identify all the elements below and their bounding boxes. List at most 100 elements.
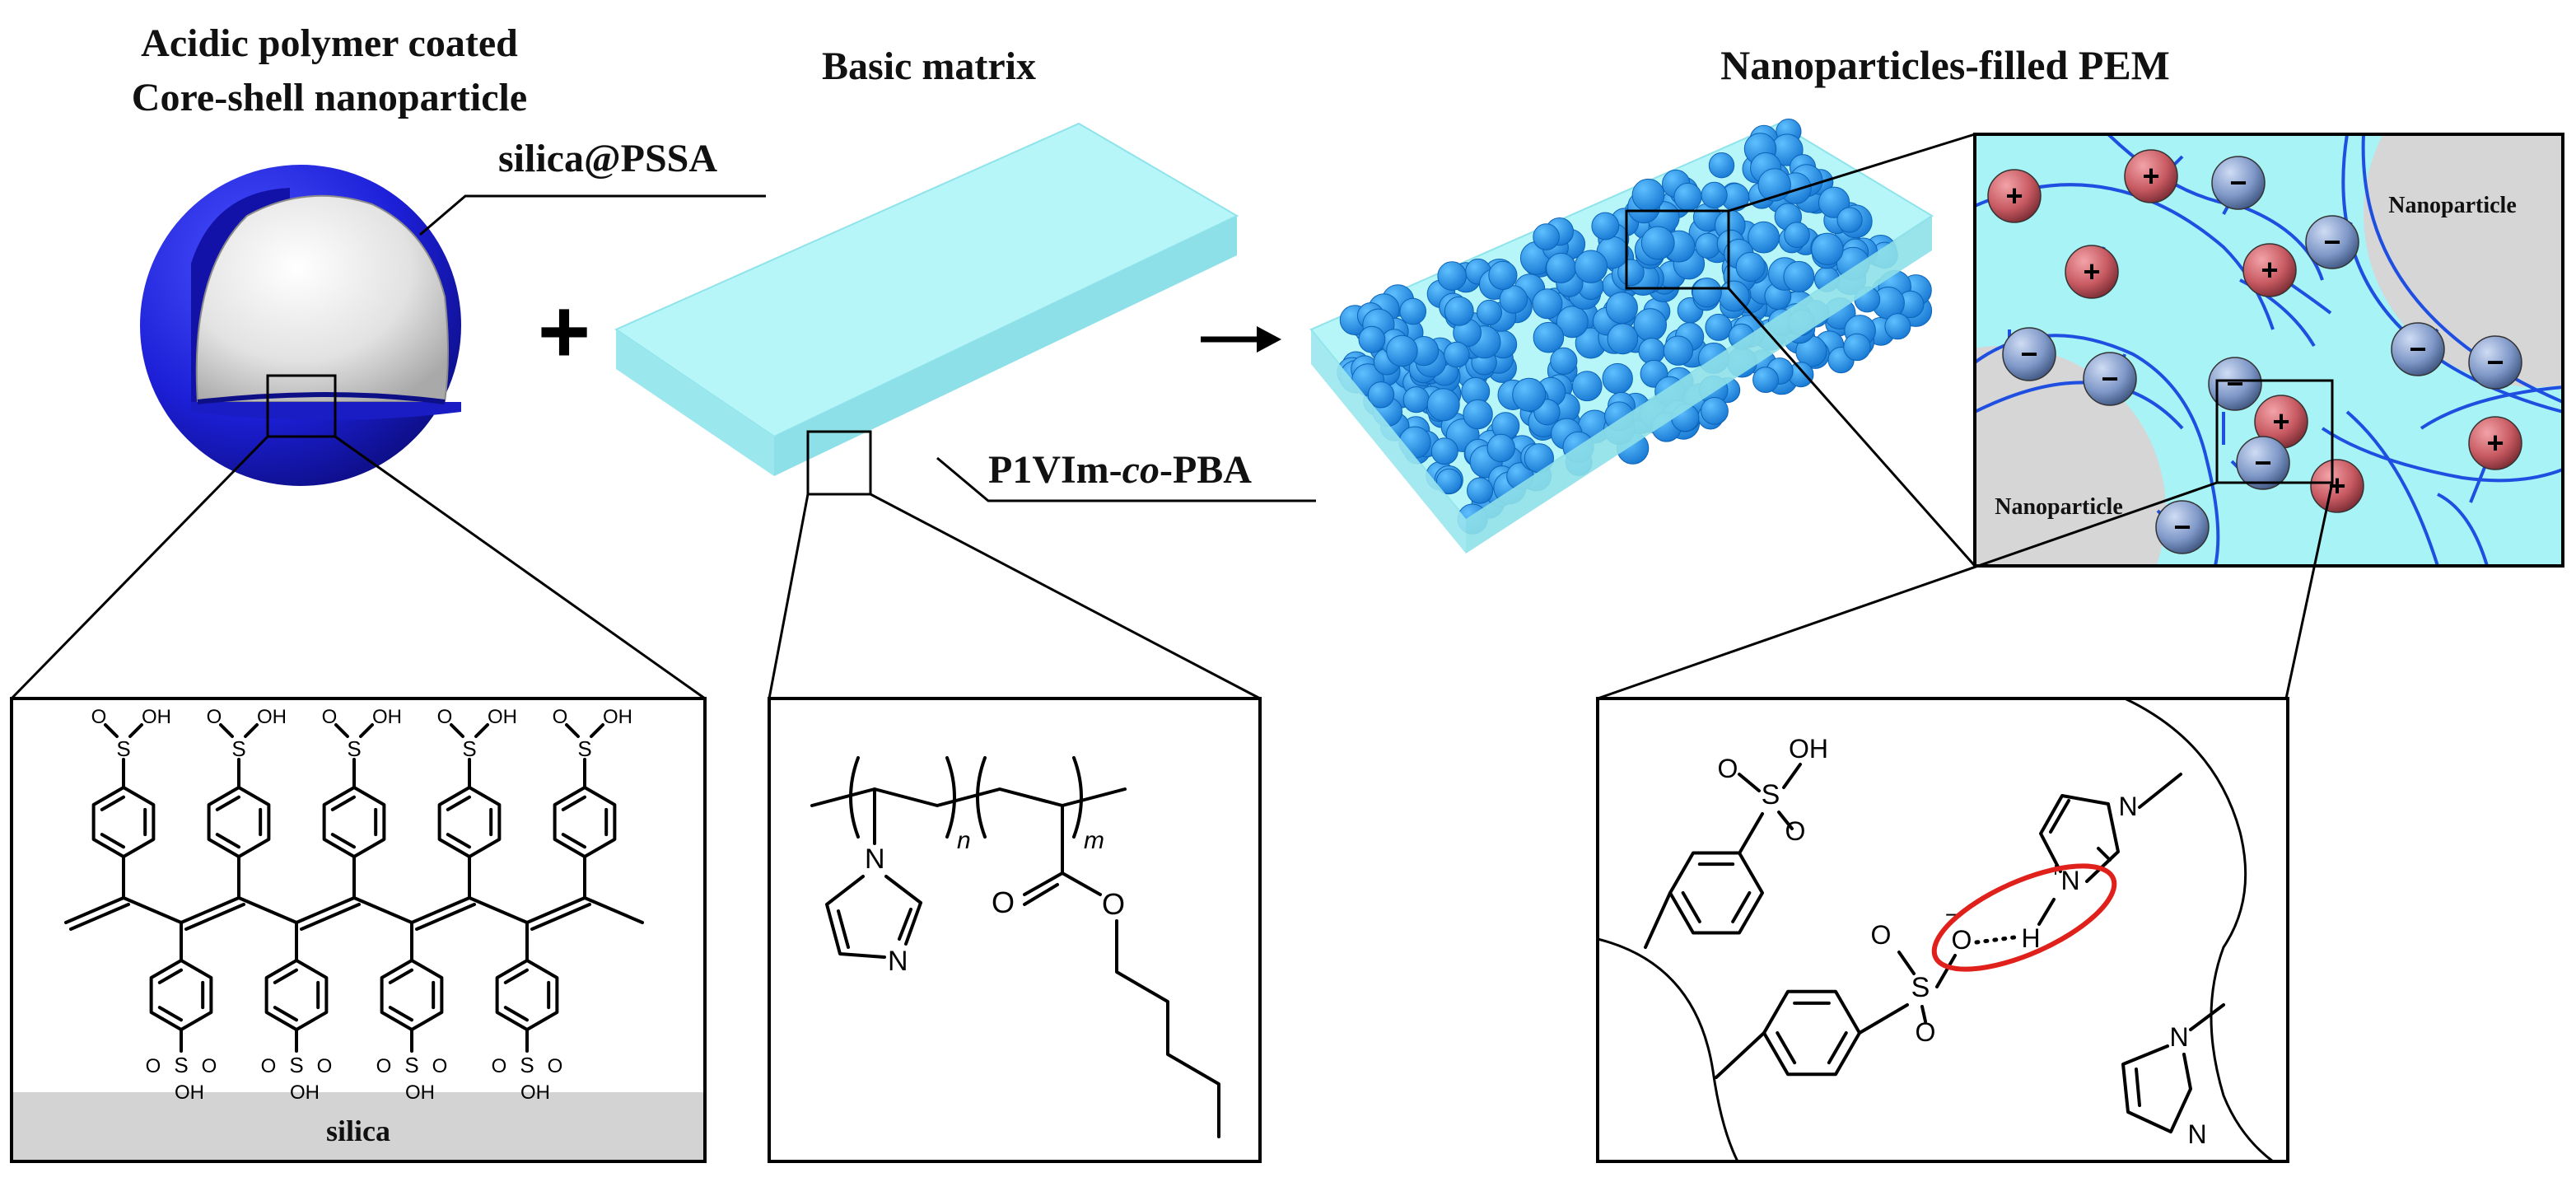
pem-bead (1811, 232, 1844, 265)
svg-text:O: O (492, 1055, 507, 1077)
svg-text:H: H (2021, 923, 2040, 953)
svg-text:O: O (146, 1055, 161, 1077)
cation-sphere: + (2124, 149, 2178, 203)
pem-bead (1444, 296, 1474, 326)
svg-text:S: S (347, 736, 361, 761)
svg-text:O: O (317, 1055, 333, 1077)
svg-text:O: O (548, 1055, 563, 1077)
pem-bead (1783, 260, 1815, 292)
pem-zoom-panel: +++++++−−−−−−−−− Nanoparticle Nanopartic… (1973, 133, 2564, 568)
anion-sphere: − (2211, 156, 2266, 210)
pem-bead (1640, 226, 1675, 260)
pem-zoom-line-top (1728, 133, 1976, 213)
pem-bead (1602, 362, 1633, 395)
svg-text:−: − (2409, 332, 2426, 366)
pem-bead (1701, 397, 1729, 425)
core-shell-title-line1: Acidic polymer coated (141, 21, 518, 65)
svg-text:N: N (2118, 792, 2137, 821)
svg-text:−: − (2020, 337, 2037, 371)
svg-text:+: + (2272, 404, 2289, 438)
svg-text:O: O (91, 706, 107, 728)
pem-inner-zoom-box (2215, 379, 2334, 484)
pem-bead (1735, 251, 1766, 283)
svg-text:S: S (289, 1053, 303, 1077)
pem-bead (1843, 333, 1871, 362)
core-shell-zoom-box (266, 374, 337, 438)
svg-text:OH: OH (520, 1082, 550, 1104)
pem-zoom-box (1625, 209, 1730, 290)
subscript-m: m (1084, 827, 1104, 854)
silica-substrate-label: silica (326, 1114, 390, 1147)
svg-text:OH: OH (603, 706, 632, 728)
inner-zoom-line-left (1597, 481, 2218, 700)
basic-matrix-slab (614, 122, 1239, 496)
pem-zoom-line-bottom (1727, 287, 1976, 567)
core-shell-title-line2: Core-shell nanoparticle (132, 76, 527, 119)
pem-bead (1477, 299, 1502, 325)
svg-text:O: O (261, 1055, 277, 1077)
pem-bead (1550, 347, 1578, 375)
svg-text:S: S (404, 1053, 418, 1077)
matrix-zoom-line-right (870, 493, 1261, 700)
matrix-title: Basic matrix (822, 44, 1036, 88)
cation-sphere: + (2468, 416, 2522, 470)
pem-bead (1499, 285, 1528, 314)
svg-text:S: S (1762, 779, 1780, 811)
anion-sphere: − (2155, 500, 2210, 554)
core-shell-nanoparticle (140, 165, 461, 486)
silica-pssa-label: silica@PSSA (498, 137, 717, 180)
pem-bead (1358, 325, 1386, 353)
svg-text:+: + (2005, 179, 2023, 213)
svg-text:S: S (577, 736, 591, 761)
pem-bead (1488, 260, 1518, 290)
svg-text:O: O (1871, 920, 1892, 950)
svg-text:S: S (174, 1053, 188, 1077)
anion-sphere: − (2208, 357, 2262, 411)
anion-sphere: − (2236, 436, 2290, 490)
svg-text:S: S (116, 736, 130, 761)
anion-sphere: − (2083, 352, 2137, 406)
ester-o: O (1102, 887, 1125, 921)
pem-bead (1556, 306, 1589, 339)
svg-text:−: − (2229, 166, 2247, 199)
pem-bead (1386, 334, 1418, 367)
anion-sphere: − (2305, 215, 2359, 269)
cation-sphere: + (2065, 245, 2119, 299)
pem-bead (1605, 292, 1638, 325)
pem-bead (1367, 381, 1395, 409)
svg-text:S: S (231, 736, 245, 761)
pem-bead (1402, 386, 1430, 413)
pem-bead (1695, 232, 1721, 259)
svg-text:OH: OH (372, 706, 402, 728)
pem-bead (1692, 278, 1722, 308)
pem-bead (1574, 250, 1608, 283)
svg-text:+: + (2261, 253, 2278, 287)
pem-bead (1617, 259, 1645, 287)
pem-bead (1533, 223, 1560, 250)
svg-text:O: O (437, 706, 453, 728)
svg-text:N: N (2060, 866, 2079, 895)
pem-bead (1399, 297, 1426, 325)
hydrogen-bond-highlight (1931, 863, 2117, 972)
pem-bead (1633, 308, 1668, 342)
cation-sphere: + (2310, 459, 2364, 513)
imidazole-n3: N (888, 946, 908, 977)
svg-text:OH: OH (175, 1082, 204, 1104)
matrix-zoom-box (806, 430, 872, 496)
anion-sphere: − (2391, 322, 2445, 376)
imidazole-n1: N (865, 843, 885, 875)
svg-text:−: − (2323, 225, 2340, 259)
svg-text:+: + (2142, 159, 2159, 193)
svg-text:O: O (1952, 925, 1972, 955)
pem-bead (1533, 321, 1565, 353)
zoom-line-left (10, 435, 269, 700)
svg-text:OH: OH (290, 1082, 320, 1104)
svg-text:+: + (2486, 426, 2504, 460)
matrix-label-leader (936, 456, 1316, 502)
pem-bead (1784, 222, 1810, 249)
subscript-n: n (957, 827, 971, 854)
svg-text:O: O (432, 1055, 448, 1077)
